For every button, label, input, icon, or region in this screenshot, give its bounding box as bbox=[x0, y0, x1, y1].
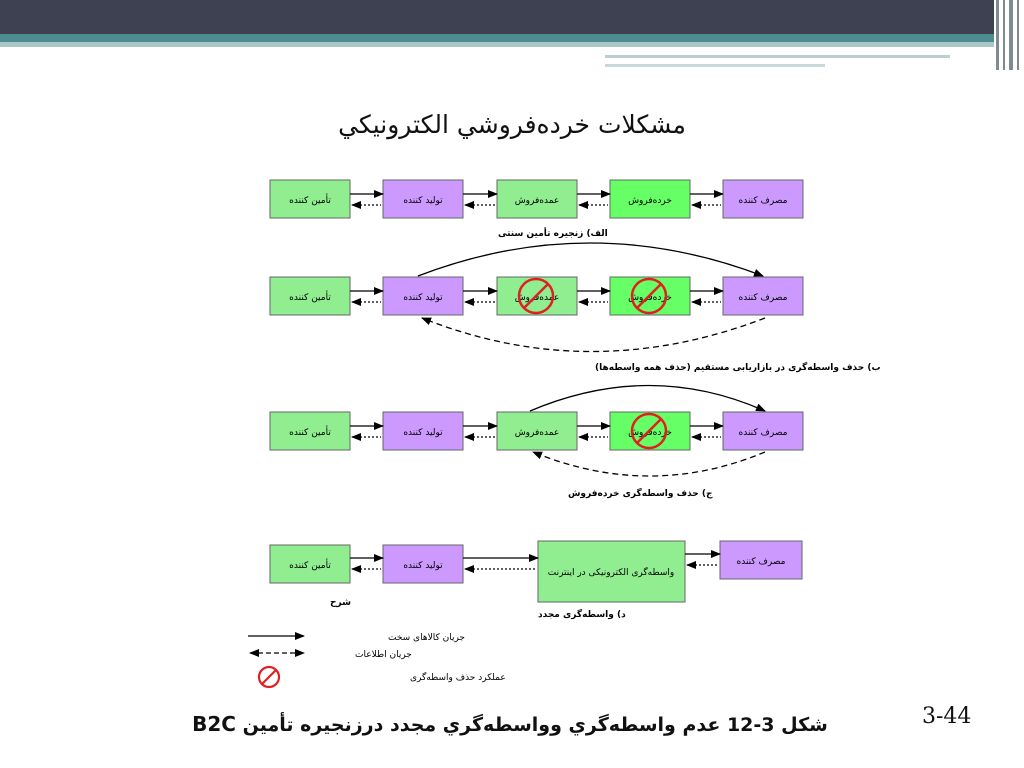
arc-info-bypass bbox=[421, 317, 766, 353]
no-sign-icon bbox=[257, 665, 281, 689]
arc-info-bypass bbox=[532, 451, 766, 477]
box-wholesaler-label: عمده‌فروش bbox=[515, 428, 560, 438]
row-a-traditional-chain: تأمین کننده تولید کننده عمده‌فروش خرده‌ف… bbox=[269, 179, 804, 239]
box-producer-label: تولید کننده bbox=[403, 196, 443, 206]
box-producer bbox=[382, 544, 464, 584]
box-retailer-label: خرده‌فروش bbox=[628, 293, 672, 303]
box-retailer bbox=[609, 179, 691, 219]
section-d-title: د) واسطه‌گری مجدد bbox=[538, 608, 626, 620]
box-producer-label: تولید کننده bbox=[403, 428, 443, 438]
box-producer bbox=[382, 276, 464, 316]
section-a-title: الف) زنجیره تأمین سنتی bbox=[498, 227, 608, 239]
box-intermediary-label: واسطه‌گری الکترونیکی در اینترنت bbox=[548, 566, 675, 578]
header-band-teal bbox=[0, 34, 1024, 42]
arrows-info-flow bbox=[351, 561, 718, 573]
section-c-title: ج) حذف واسطه‌گری خرده‌فروش bbox=[568, 487, 713, 499]
header-vertical-bars bbox=[994, 0, 1024, 70]
legend-goods-flow-label: جریان کالاهای سخت bbox=[388, 633, 465, 643]
box-consumer bbox=[722, 411, 804, 451]
box-supplier-label: تأمین کننده bbox=[289, 193, 331, 206]
no-sign-icon bbox=[630, 277, 668, 315]
box-wholesaler-label: عمده‌فروش bbox=[515, 196, 560, 206]
arrows-goods-flow bbox=[350, 550, 721, 562]
box-intermediary bbox=[537, 540, 686, 603]
legend: شرح جریان کالاهای سخت جریان اطلاعات عملک… bbox=[248, 598, 506, 689]
box-retailer-label: خرده‌فروش bbox=[628, 428, 672, 438]
header-accent-line-short bbox=[605, 64, 825, 67]
caption-text: شکل 3-12 عدم واسطه‌گري وواسطه‌گري مجدد د… bbox=[242, 714, 828, 736]
header-band-light bbox=[0, 42, 1024, 47]
box-consumer-label: مصرف کننده bbox=[737, 557, 786, 567]
no-sign-icon bbox=[630, 412, 668, 450]
box-supplier bbox=[269, 544, 351, 584]
row-d-reintermediation: تأمین کننده تولید کننده واسطه‌گری الکترو… bbox=[269, 540, 803, 620]
row-c-retailer-removed: تأمین کننده تولید کننده عمده‌فروش خرده‌ف… bbox=[269, 384, 804, 499]
box-consumer bbox=[722, 179, 804, 219]
slide-title: مشکلات خرده‌فروشي الکترونيکي bbox=[338, 110, 686, 139]
section-b-title: ب) حذف واسطه‌گری در بازاریابی مستقیم (حذ… bbox=[595, 361, 881, 373]
box-producer-label: تولید کننده bbox=[403, 561, 443, 571]
arc-goods-bypass bbox=[417, 242, 764, 277]
box-supplier-label: تأمین کننده bbox=[289, 290, 331, 303]
row-b-direct-marketing: تأمین کننده تولید کننده عمده‌فروش خرده‌ف… bbox=[269, 242, 881, 373]
box-consumer bbox=[719, 540, 803, 580]
box-producer bbox=[382, 411, 464, 451]
box-consumer-label: مصرف کننده bbox=[739, 293, 788, 303]
box-consumer bbox=[722, 276, 804, 316]
box-consumer-label: مصرف کننده bbox=[739, 196, 788, 206]
box-retailer-label: خرده‌فروش bbox=[628, 196, 672, 206]
box-wholesaler bbox=[496, 179, 578, 219]
box-wholesaler bbox=[496, 411, 578, 451]
arc-goods-bypass bbox=[529, 384, 766, 412]
page-number: 3-44 bbox=[922, 704, 972, 729]
box-supplier-label: تأمین کننده bbox=[289, 425, 331, 438]
box-supplier bbox=[269, 179, 351, 219]
header-accent-line bbox=[605, 55, 950, 58]
figure-caption: شکل 3-12 عدم واسطه‌گري وواسطه‌گري مجدد د… bbox=[150, 712, 870, 736]
legend-disintermediation-label: عملکرد حذف واسطه‌گری bbox=[410, 671, 506, 683]
legend-info-flow-label: جریان اطلاعات bbox=[355, 650, 412, 660]
legend-title: شرح bbox=[330, 598, 351, 608]
box-supplier-label: تأمین کننده bbox=[289, 558, 331, 571]
box-producer-label: تولید کننده bbox=[403, 293, 443, 303]
caption-latin: B2C bbox=[192, 712, 236, 736]
header-band-dark bbox=[0, 0, 1024, 34]
box-wholesaler-label: عمده‌فروش bbox=[515, 293, 560, 303]
no-sign-icon bbox=[517, 277, 555, 315]
box-supplier bbox=[269, 411, 351, 451]
box-consumer-label: مصرف کننده bbox=[739, 428, 788, 438]
box-supplier bbox=[269, 276, 351, 316]
box-producer bbox=[382, 179, 464, 219]
